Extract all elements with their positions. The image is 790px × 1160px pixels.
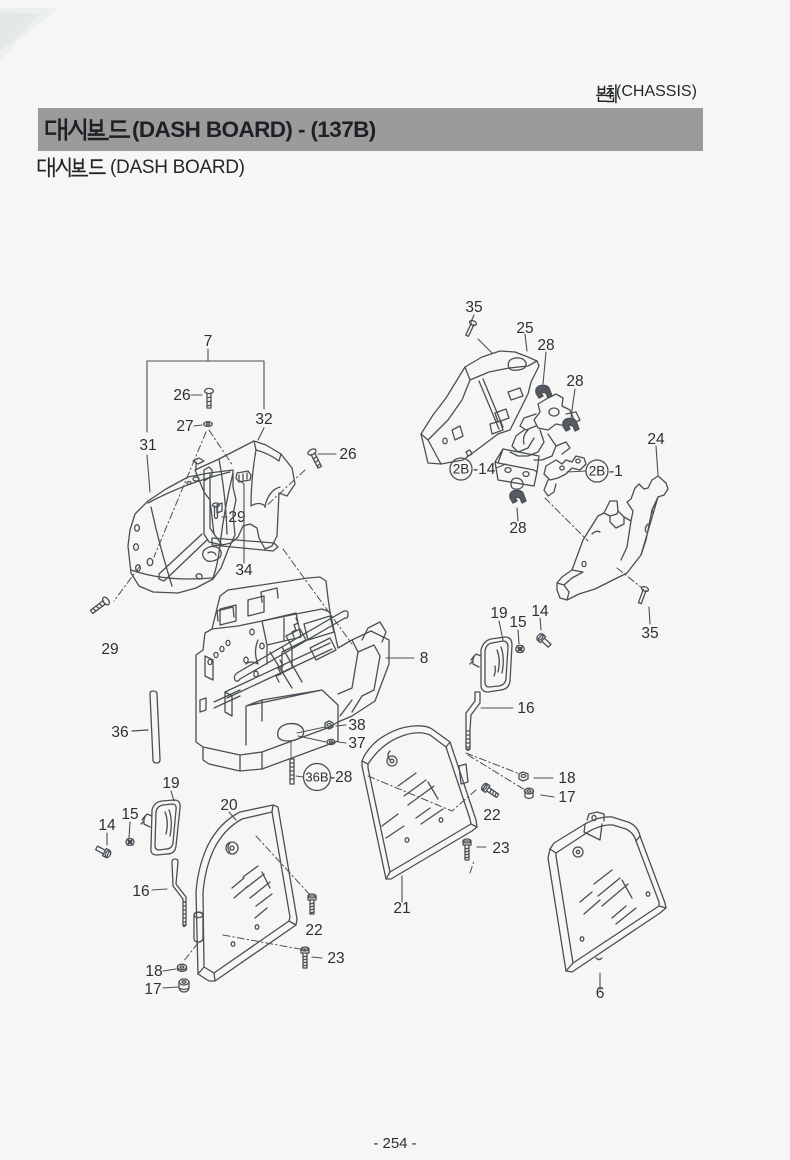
svg-text:27: 27: [176, 418, 193, 435]
svg-text:6: 6: [596, 985, 605, 1002]
svg-text:21: 21: [393, 900, 410, 917]
svg-text:2B: 2B: [589, 464, 606, 479]
svg-text:19: 19: [162, 775, 179, 792]
svg-text:8: 8: [420, 650, 429, 667]
svg-text:23: 23: [492, 840, 509, 857]
svg-text:14: 14: [98, 817, 116, 834]
svg-text:16: 16: [132, 883, 149, 900]
svg-text:-1: -1: [609, 463, 623, 480]
svg-text:7: 7: [204, 333, 213, 350]
svg-text:28: 28: [509, 520, 526, 537]
svg-text:28: 28: [537, 337, 554, 354]
svg-text:15: 15: [121, 806, 138, 823]
svg-text:22: 22: [483, 807, 500, 824]
svg-text:22: 22: [305, 922, 322, 939]
svg-text:36B: 36B: [305, 770, 328, 785]
svg-text:37: 37: [348, 735, 365, 752]
svg-text:-28: -28: [330, 769, 352, 786]
svg-text:17: 17: [144, 981, 161, 998]
svg-text:14: 14: [531, 603, 549, 620]
svg-text:24: 24: [647, 431, 665, 448]
svg-text:23: 23: [327, 950, 344, 967]
svg-text:15: 15: [509, 614, 526, 631]
svg-text:-14: -14: [473, 461, 496, 478]
svg-text:16: 16: [517, 700, 534, 717]
svg-text:26: 26: [339, 446, 356, 463]
svg-text:20: 20: [220, 797, 238, 814]
svg-text:29: 29: [228, 509, 245, 526]
svg-text:36: 36: [111, 724, 128, 741]
svg-text:25: 25: [516, 320, 533, 337]
svg-text:38: 38: [348, 717, 365, 734]
svg-text:2B: 2B: [453, 462, 470, 477]
svg-text:34: 34: [235, 562, 253, 579]
svg-text:18: 18: [145, 963, 162, 980]
svg-text:32: 32: [255, 411, 272, 428]
svg-text:28: 28: [566, 373, 583, 390]
svg-text:19: 19: [490, 605, 507, 622]
svg-text:17: 17: [558, 789, 575, 806]
svg-text:29: 29: [101, 641, 118, 658]
svg-text:35: 35: [465, 299, 482, 316]
svg-text:18: 18: [558, 770, 575, 787]
svg-text:31: 31: [139, 437, 156, 454]
svg-text:26: 26: [173, 387, 190, 404]
svg-text:35: 35: [641, 625, 658, 642]
